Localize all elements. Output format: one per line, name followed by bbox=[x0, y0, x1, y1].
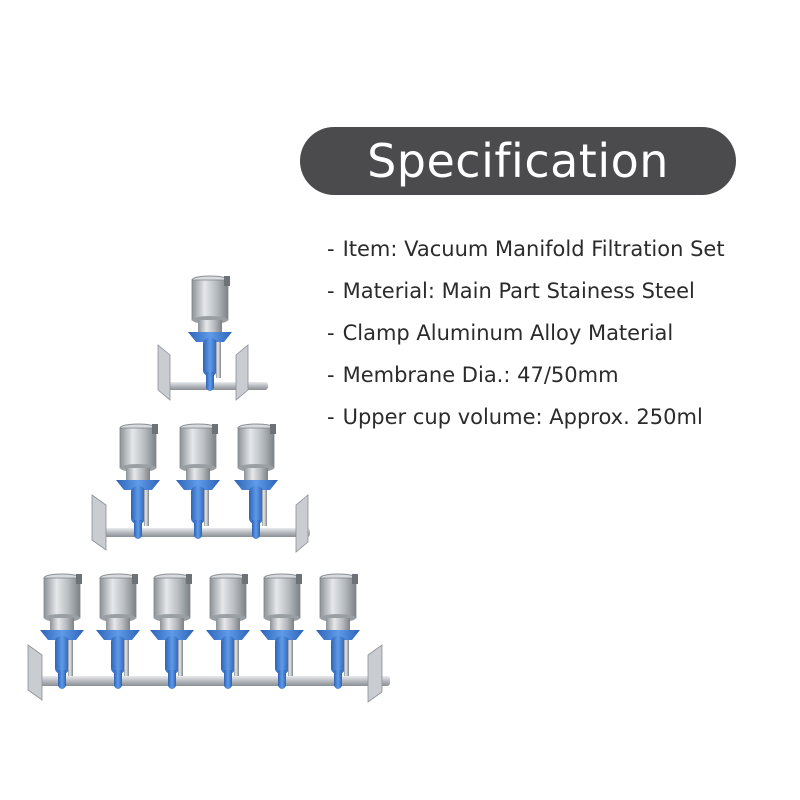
spec-item-5: -Upper cup volume: Approx. 250ml bbox=[327, 405, 703, 429]
spec-list: -Item: Vacuum Manifold Filtration Set -M… bbox=[327, 228, 725, 438]
spec-text: Material: Main Part Stainess Steel bbox=[342, 279, 695, 303]
spec-text: Item: Vacuum Manifold Filtration Set bbox=[342, 237, 725, 261]
manifold-product-illustration bbox=[27, 275, 390, 703]
single-manifold bbox=[157, 275, 268, 401]
spec-item-2: -Material: Main Part Stainess Steel bbox=[327, 279, 695, 303]
spec-text: Clamp Aluminum Alloy Material bbox=[342, 321, 674, 345]
spec-text: Membrane Dia.: 47/50mm bbox=[342, 363, 619, 387]
spec-item-4: -Membrane Dia.: 47/50mm bbox=[327, 363, 619, 387]
spec-item-3: -Clamp Aluminum Alloy Material bbox=[327, 321, 674, 345]
six-unit-manifold bbox=[27, 573, 390, 703]
spec-text: Upper cup volume: Approx. 250ml bbox=[342, 405, 703, 429]
specification-title: Specification bbox=[300, 127, 736, 195]
spec-item-1: -Item: Vacuum Manifold Filtration Set bbox=[327, 237, 725, 261]
three-unit-manifold bbox=[91, 423, 310, 553]
